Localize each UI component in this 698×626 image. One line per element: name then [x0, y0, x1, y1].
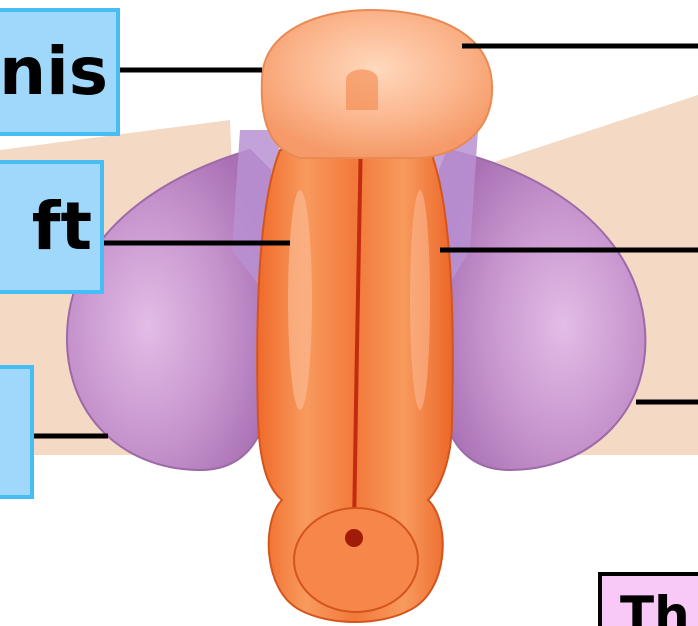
label-box-bottom-left [0, 365, 34, 499]
label-middle-left-text: ft [32, 194, 100, 260]
glans-notch [346, 70, 378, 111]
base-ring [294, 508, 418, 612]
label-box-top-left: nis [0, 8, 120, 136]
label-top-left-text: nis [0, 39, 116, 105]
shaft-highlight-right [410, 190, 430, 410]
label-bottom-right-text: Th [620, 586, 690, 626]
urethral-opening [345, 529, 363, 547]
label-box-bottom-right: Th [598, 572, 698, 626]
shaft-highlight-left [288, 190, 312, 410]
label-box-middle-left: ft [0, 160, 104, 294]
